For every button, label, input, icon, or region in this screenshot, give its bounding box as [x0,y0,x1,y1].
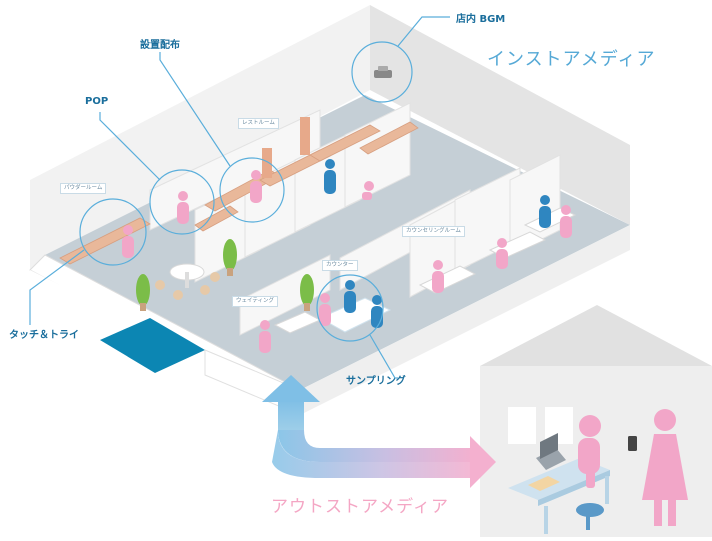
entrance-mat [100,318,205,373]
counseling-room-label: カウンセリングルーム [402,226,465,237]
counter-label: カウンター [322,260,358,271]
bgm-callout-circle [351,41,413,103]
speaker-icon [374,66,392,78]
smartphone-icon [628,436,637,451]
distribution-callout-circle [219,157,285,223]
powder-room-label: パウダールーム [60,183,107,194]
house [480,305,712,537]
people-store [122,159,572,353]
pillars [262,117,310,178]
person-seated [578,415,601,488]
person-standing [628,409,688,526]
instore-media-title: インストアメディア [487,49,656,70]
sampling-callout-circle [316,274,384,342]
person-pink [122,170,572,353]
distribution-callout-label: 設置配布 [140,40,180,51]
plants [136,239,314,311]
rest-room-label: レストルーム [238,118,279,129]
person-blue [324,159,551,328]
pop-callout-circle [149,169,215,235]
store-building [29,5,630,416]
pop-callout-label: POP [85,96,109,107]
waiting-label: ウェイティング [232,296,279,307]
flow-arrow [262,375,496,488]
outstore-media-title: アウトストアメディア [271,497,449,517]
touch-try-callout-circle [79,198,147,266]
touch-try-callout-label: タッチ＆トライ [9,330,79,341]
callout-lines [29,16,450,379]
sampling-callout-label: サンプリング [346,376,406,387]
bgm-callout-label: 店内 BGM [456,14,506,25]
